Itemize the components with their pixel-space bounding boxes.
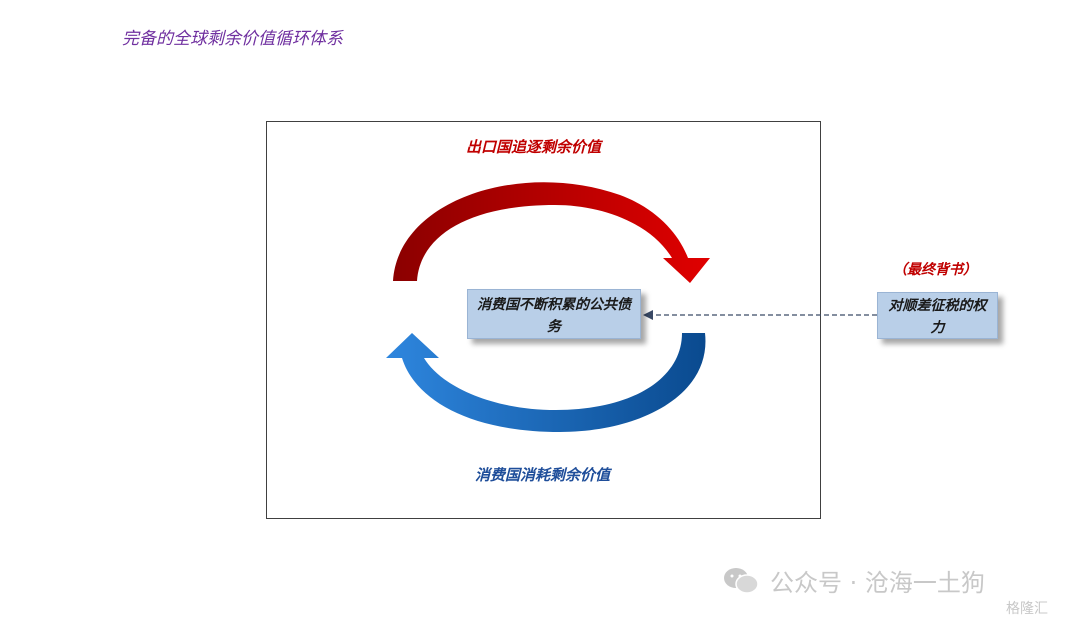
right-box: 对顺差征税的权力 <box>877 292 998 339</box>
red-cycle-arrow <box>393 182 710 283</box>
top-cycle-label: 出口国追逐剩余价值 <box>466 138 602 156</box>
blue-cycle-arrow <box>386 333 706 432</box>
center-box: 消费国不断积累的公共债务 <box>467 289 641 339</box>
bottom-cycle-label: 消费国消耗剩余价值 <box>475 466 611 484</box>
page-title: 完备的全球剩余价值循环体系 <box>122 29 343 49</box>
watermark-logo: 格隆汇 <box>1006 601 1048 617</box>
connector-arrowhead <box>643 310 653 320</box>
wechat-icon <box>724 568 759 594</box>
right-annotation-label: （最终背书） <box>893 262 977 278</box>
diagram-frame <box>266 121 821 519</box>
watermark-text: 公众号 · 沧海一土狗 <box>770 569 985 597</box>
